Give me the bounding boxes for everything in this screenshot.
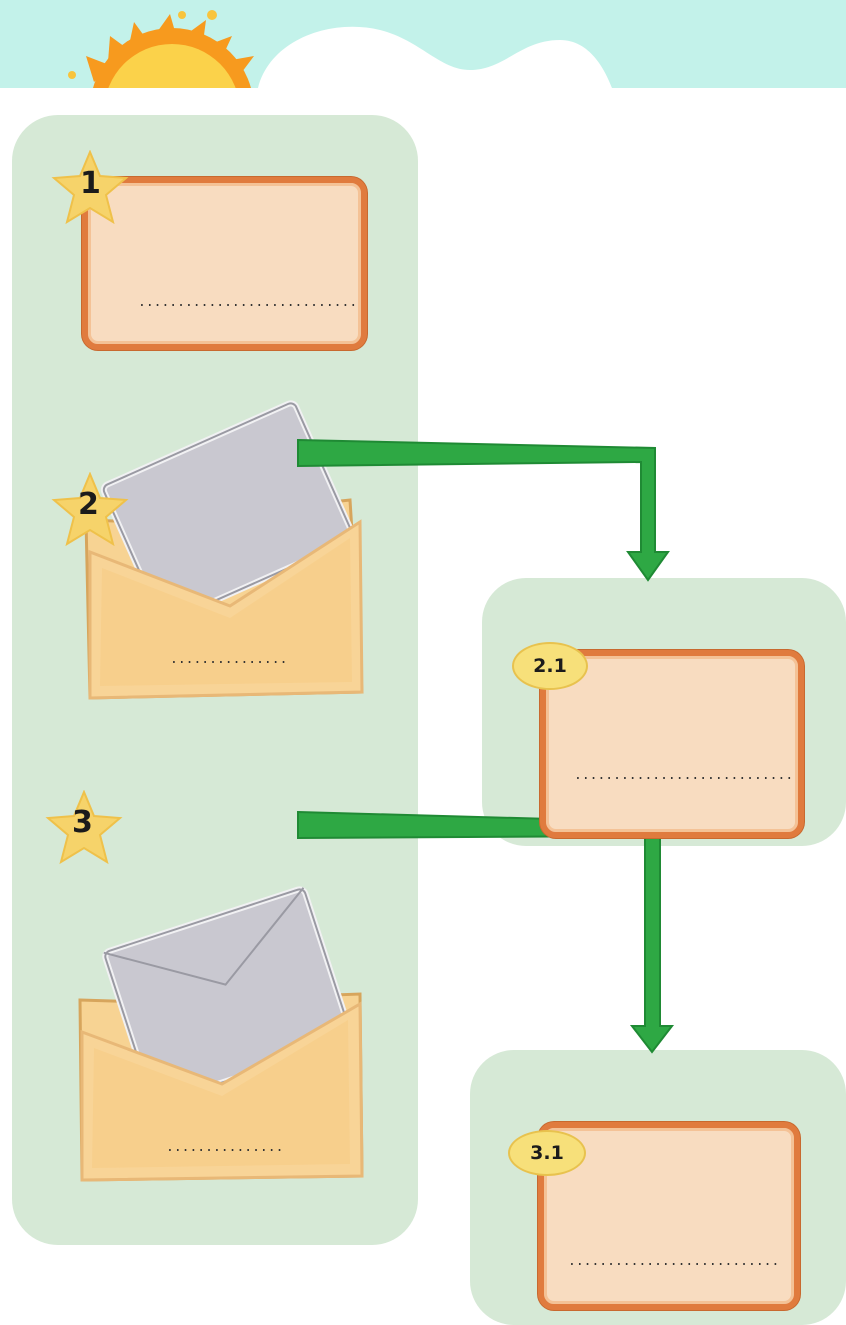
step-3-blank: ............... [166, 1140, 284, 1155]
step-1-card: ............................ [82, 177, 367, 350]
header-banner [0, 0, 846, 88]
step-2-1-blank: ............................ [574, 768, 794, 783]
step-1-blank: ............................ [138, 295, 358, 310]
envelope-icon [84, 400, 364, 700]
step-2-number: 2 [78, 487, 99, 522]
star-icon [45, 790, 123, 865]
step-3-number: 3 [72, 805, 93, 840]
step-2-1-card: ............................ [540, 650, 804, 838]
step-1-number: 1 [80, 166, 101, 201]
envelope-icon [78, 886, 364, 1182]
step-2-1-number: 2.1 [512, 642, 588, 690]
sun-cloud-illustration [68, 10, 612, 88]
step-3-1-blank: ........................... [568, 1254, 780, 1269]
star-icon [51, 472, 129, 547]
step-2-blank: ............... [170, 652, 288, 667]
step-3-1-number: 3.1 [508, 1130, 586, 1176]
star-icon [51, 150, 129, 225]
